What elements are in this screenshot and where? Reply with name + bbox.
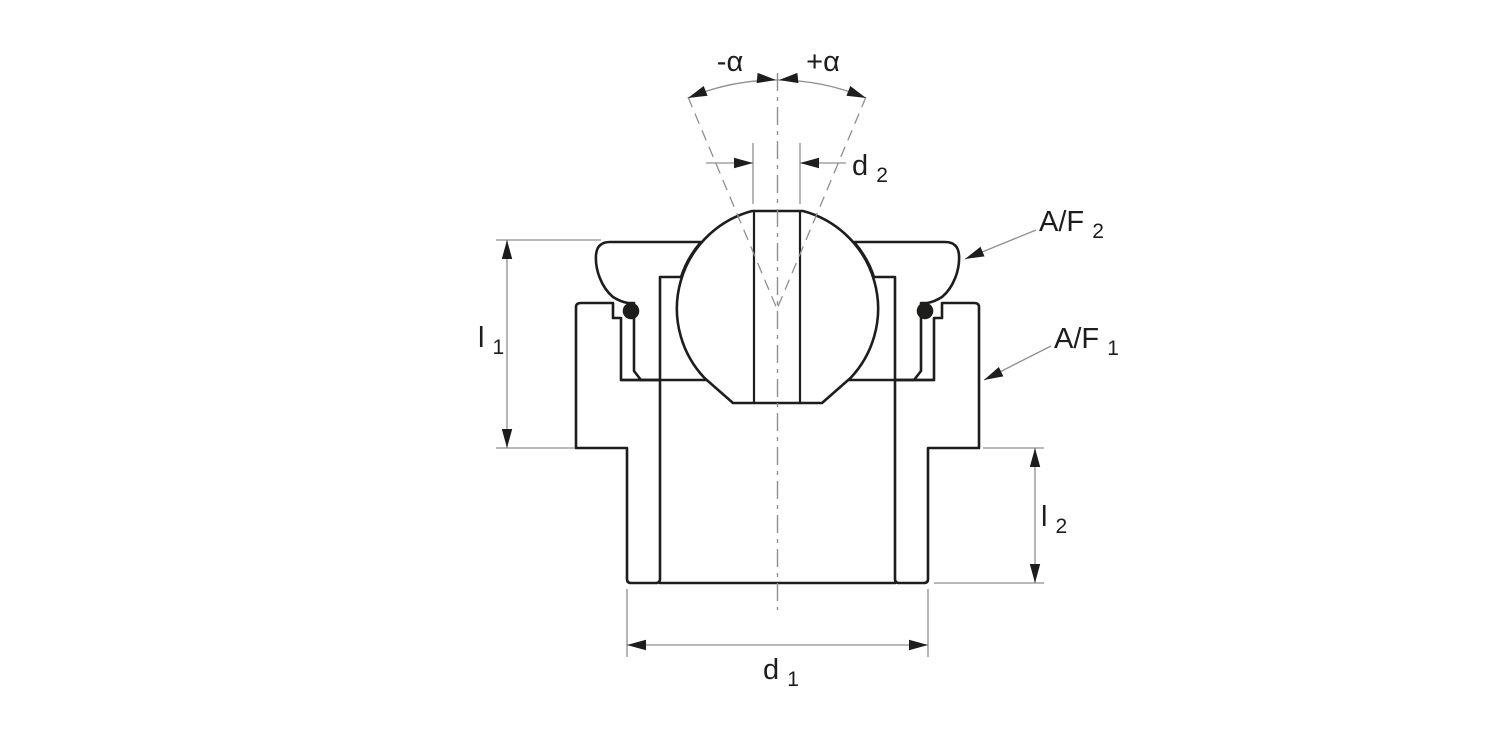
d2-label-sub: 2 <box>876 164 888 187</box>
angle-arrow-outer-left <box>688 86 708 98</box>
body-section-right <box>893 301 981 585</box>
d1-arrow-right <box>909 639 928 651</box>
angle-arrow-center-right <box>779 72 799 84</box>
l2-arrow-top <box>1029 448 1041 467</box>
l2-label-base: l <box>1041 501 1047 533</box>
dimension-arrowheads <box>501 72 1041 651</box>
swivel-angle-line-right <box>776 96 867 310</box>
l2-arrow-bottom <box>1029 564 1041 583</box>
af1-label-sub: 1 <box>1107 337 1119 360</box>
af1-leader-arrow <box>984 366 1004 380</box>
af2-label-base: A/F <box>1039 206 1084 238</box>
l2-label-sub: 2 <box>1056 515 1068 538</box>
d1-arrow-left <box>627 639 646 651</box>
d1-label: d 1 <box>763 654 799 691</box>
clearance-gap-right <box>922 305 933 378</box>
l2-label: l 2 <box>1041 501 1067 538</box>
swivel-angle-line-left <box>687 96 778 310</box>
af1-label-base: A/F <box>1054 323 1099 355</box>
d2-label-base: d <box>852 150 868 182</box>
l1-arrow-top <box>501 240 513 259</box>
clearance-gap-left <box>622 305 633 378</box>
angle-arrow-center-left <box>756 72 776 84</box>
d2-arrow-left <box>734 157 753 169</box>
cap-nut-right <box>852 240 961 382</box>
l1-label: l 1 <box>478 322 504 359</box>
d2-arrow-right <box>800 157 819 169</box>
d1-label-sub: 1 <box>787 668 799 691</box>
o-ring-left <box>622 302 640 320</box>
d1-label-base: d <box>763 654 779 686</box>
cap-nut-left <box>594 240 703 382</box>
af2-label-sub: 2 <box>1092 220 1104 243</box>
af2-leader-arrow <box>965 246 985 259</box>
af1-label: A/F 1 <box>1054 323 1119 360</box>
angle-arrow-outer-right <box>846 86 866 98</box>
ball <box>675 209 880 405</box>
o-ring-right <box>916 302 934 320</box>
l1-arrow-bottom <box>501 429 513 448</box>
angle-dimension-arc <box>687 79 867 99</box>
af2-label: A/F 2 <box>1039 206 1104 243</box>
l1-label-sub: 1 <box>493 336 505 359</box>
l1-label-base: l <box>478 322 484 354</box>
d2-label: d 2 <box>852 150 888 187</box>
angle-minus-label: -α <box>717 46 743 78</box>
body-section-left <box>574 301 662 585</box>
angle-plus-label: +α <box>806 46 840 78</box>
